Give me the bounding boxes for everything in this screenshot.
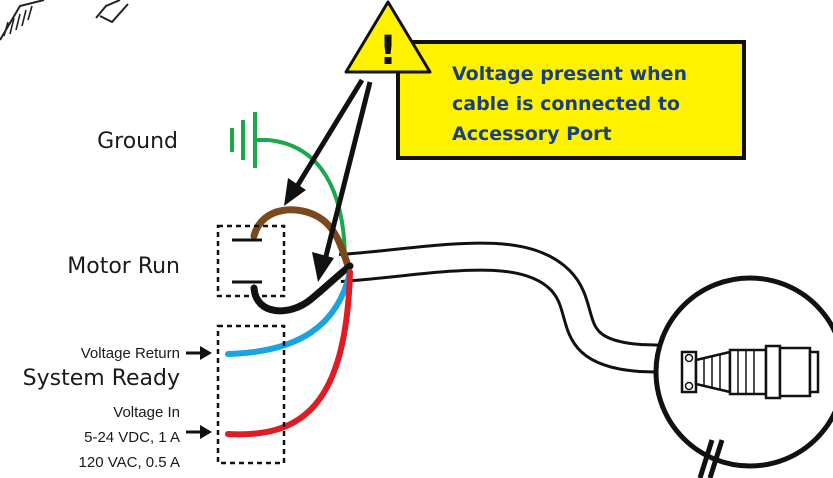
warning-callout: Voltage present when cable is connected … [396,40,746,160]
warning-line-3: Accessory Port [452,123,612,145]
voltage-in-wire-red [225,269,353,438]
cable-jacket [338,241,701,375]
motor-run-wire-black [250,262,354,315]
warning-line-2: cable is connected to [452,93,680,115]
ground-symbol-icon [230,112,268,168]
motor-run-wire-brown [250,206,352,270]
warning-line-1: Voltage present when [452,63,687,85]
ground-wire [267,138,347,263]
motor-run-dashed-box [216,224,286,298]
ground-label: Ground [97,129,178,154]
motor-run-label: Motor Run [67,254,180,279]
voltage-in-label: Voltage In [113,404,180,421]
vdc-rating-label: 5-24 VDC, 1 A [84,429,180,446]
voltage-return-label: Voltage Return [81,345,180,362]
system-ready-label: System Ready [23,366,180,391]
warning-symbol: ! [379,28,397,74]
system-ready-dashed-box [216,324,286,465]
voltage-return-wire-blue [225,269,353,357]
voltage-return-arrow [186,346,212,360]
vac-rating-label: 120 VAC, 0.5 A [79,454,180,471]
circular-connector-icon [653,275,833,478]
device-corner-fragment [0,0,129,41]
relay-contact-icon [232,238,262,284]
warning-arrow-lower [312,81,373,282]
warning-arrow-upper [284,78,365,206]
warning-triangle-icon: ! [344,0,432,74]
voltage-in-arrow [186,425,212,439]
